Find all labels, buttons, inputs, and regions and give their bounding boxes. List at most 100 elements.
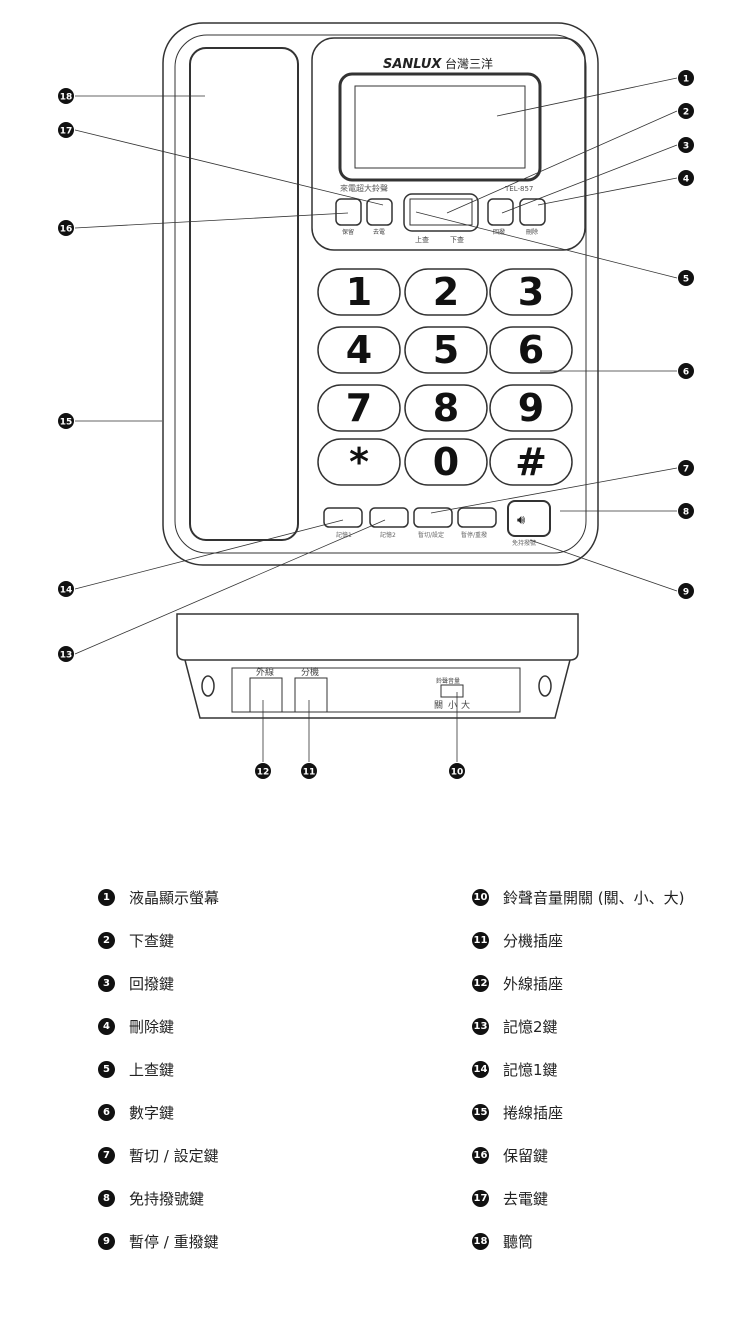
callout-marker [678,170,694,186]
leader-line [74,519,386,655]
key-0[interactable] [404,438,488,486]
key-label: * [349,440,369,484]
key-1[interactable] [317,268,401,316]
key-2[interactable] [404,268,488,316]
legend-number: 11 [472,932,489,949]
legend-text: 下查鍵 [129,932,175,950]
model-label: TEL-857 [504,185,533,193]
pause-redial-button[interactable] [457,507,497,528]
legend-text: 分機插座 [503,932,564,950]
delete-button[interactable] [519,198,546,226]
legend-number: 8 [98,1190,115,1207]
handsfree-label: 免持撥號 [512,539,536,547]
key-label: 0 [433,440,459,484]
callout-marker [58,220,74,236]
legend-number: 13 [472,1018,489,1035]
speaker-icon: 🔊︎ [517,513,525,528]
hold-label: 保留 [342,228,354,236]
legend-number: 18 [472,1233,489,1250]
phone-body [162,22,599,566]
legend-number: 12 [472,975,489,992]
key-4[interactable] [317,326,401,374]
key-5[interactable] [404,326,488,374]
volume-switch[interactable] [440,684,464,698]
key-7[interactable] [317,384,401,432]
callout-marker [678,583,694,599]
callout-number: 1 [683,75,689,85]
key-label: 3 [518,270,544,314]
line-jack [249,677,283,713]
legend-number: 16 [472,1147,489,1164]
handsfree-button[interactable] [507,500,551,537]
hold-button[interactable] [335,198,362,226]
leader-line [74,212,349,229]
callout-marker [255,763,271,779]
legend-item: 18 聽筒 [472,1231,533,1252]
leader-line [537,177,678,206]
callout-number: 18 [60,93,73,103]
callout-number: 16 [60,225,73,235]
leader-line [446,110,678,214]
up-down-button[interactable] [403,193,479,232]
memory2-label: 記憶2 [380,531,396,539]
callout-marker [678,363,694,379]
memory2-button[interactable] [369,507,409,528]
brand-cn: 台灣三洋 [445,56,493,71]
key-3[interactable] [489,268,573,316]
leader-line [74,519,344,590]
memory1-label: 記憶1 [336,531,352,539]
leader-line [501,144,678,214]
key-label: # [515,440,547,484]
key-label: 4 [346,328,372,372]
leader-line [415,211,678,279]
volume-high-label: 大 [461,699,470,711]
legend-number: 1 [98,889,115,906]
key-*[interactable] [317,438,401,486]
legend-number: 15 [472,1104,489,1121]
callout-number: 14 [60,586,73,596]
legend-text: 記憶2鍵 [503,1018,558,1036]
volume-off-label: 關 [434,700,443,711]
legend-text: 聽筒 [503,1233,534,1251]
legend-text: 免持撥號鍵 [129,1190,205,1208]
key-6[interactable] [489,326,573,374]
callout-number: 10 [451,768,464,778]
up-label: 上查 [415,235,429,244]
leader-line [496,77,678,117]
callout-marker [678,503,694,519]
memory1-button[interactable] [323,507,363,528]
callout-marker [301,763,317,779]
callout-number: 7 [683,465,689,475]
key-9[interactable] [489,384,573,432]
key-#[interactable] [489,438,573,486]
key-label: 9 [518,386,544,430]
callout-marker [678,70,694,86]
redial-button[interactable] [487,198,514,226]
legend-number: 17 [472,1190,489,1207]
callout-marker [678,137,694,153]
extension-jack-label: 分機 [301,666,319,678]
legend-number: 7 [98,1147,115,1164]
key-8[interactable] [404,384,488,432]
legend-number: 10 [472,889,489,906]
key-label: 1 [346,270,372,314]
callout-marker [678,460,694,476]
leader-line [430,467,678,514]
volume-low-label: 小 [448,700,457,711]
legend-item: 11 分機插座 [472,930,563,951]
key-label: 8 [433,386,459,430]
outgoing-label: 去電 [373,228,385,236]
flash-button[interactable] [413,507,453,528]
outgoing-button[interactable] [366,198,393,226]
flash-label: 暫切/設定 [418,531,444,539]
callout-marker [678,270,694,286]
